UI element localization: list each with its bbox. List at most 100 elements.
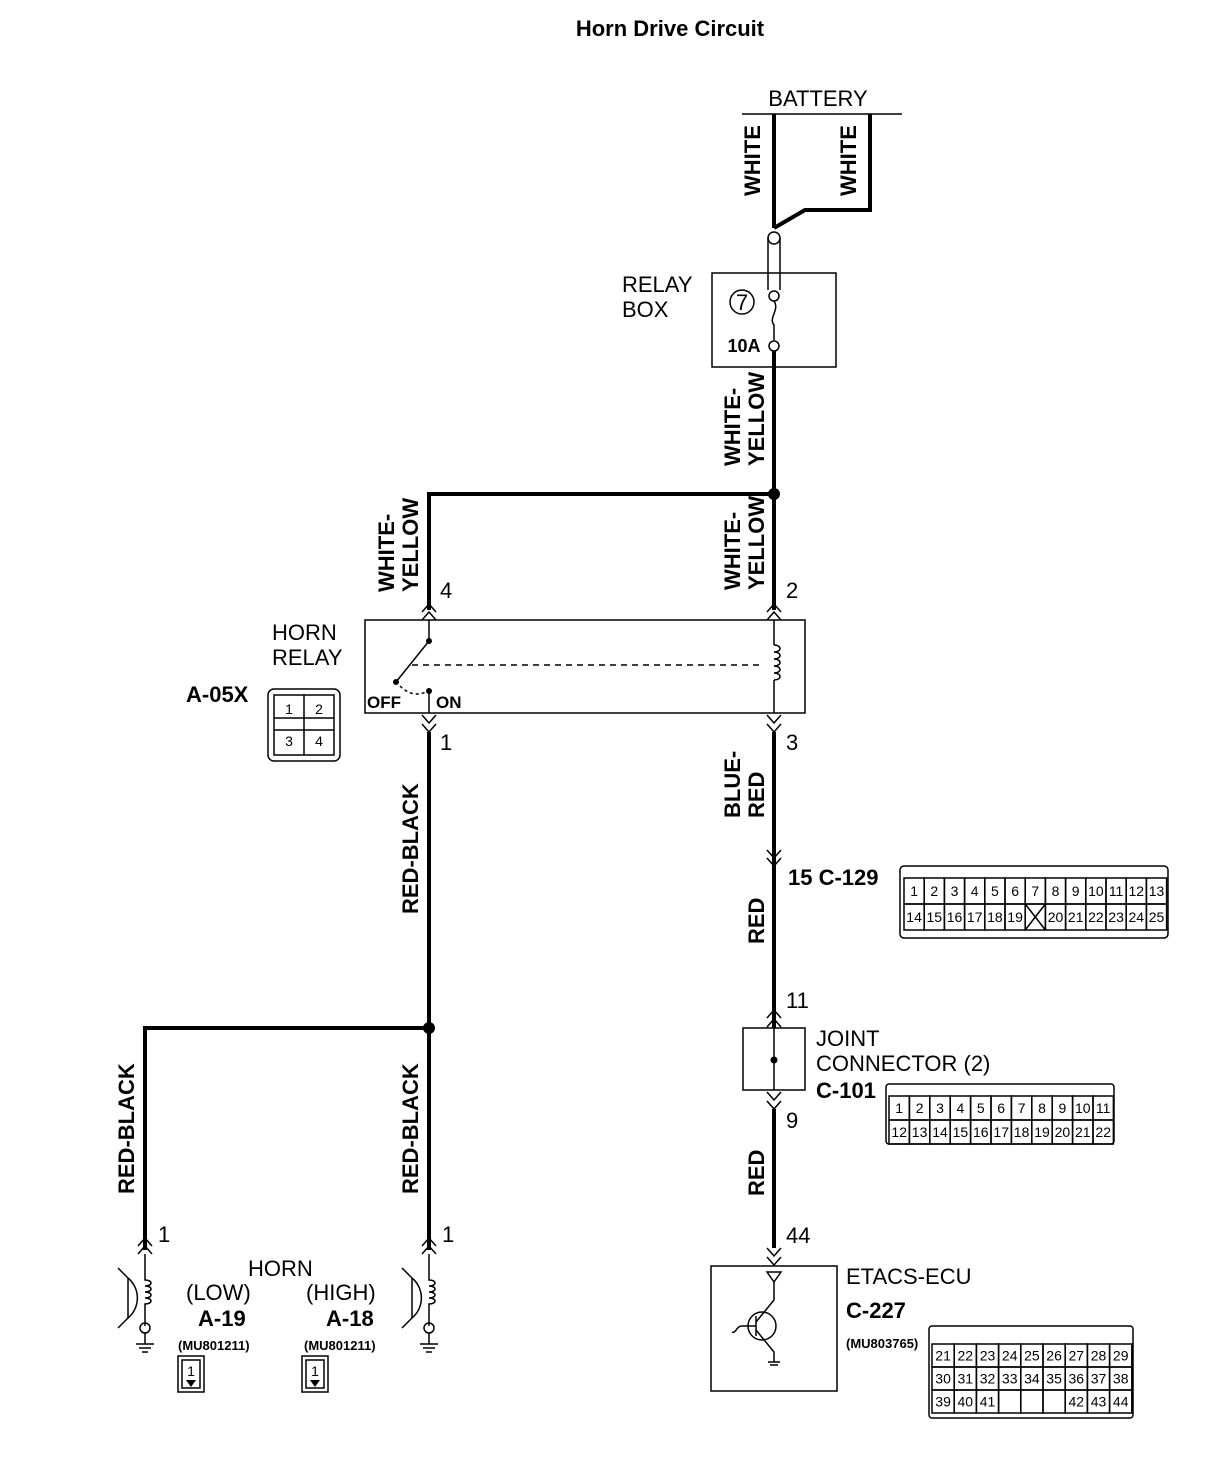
connector-cell-label: 11: [1109, 883, 1124, 899]
relay-on-label: ON: [436, 693, 462, 712]
connector-cell-label: 22: [1088, 909, 1104, 925]
connector-cell-label: 18: [987, 909, 1003, 925]
wire-battery-right: [772, 114, 872, 230]
connector-cell-label: 19: [1034, 1124, 1050, 1140]
horn-relay-label-line1: HORN: [272, 620, 337, 645]
connector-cell-label: 20: [1055, 1124, 1071, 1140]
connector-cell-label: 37: [1091, 1371, 1107, 1387]
ecu-name: ETACS-ECU: [846, 1264, 972, 1289]
connector-cell-label: 34: [1024, 1371, 1040, 1387]
fuse-number-circle: [729, 289, 755, 315]
relay-pin-1: 1: [440, 730, 452, 755]
connector-cell-label: 16: [973, 1124, 989, 1140]
connector-cell-label: 33: [1002, 1371, 1018, 1387]
connector-cell-label: 17: [993, 1124, 1009, 1140]
connector-cell-label: 24: [1002, 1348, 1018, 1364]
joint-pin-in: 11: [786, 988, 809, 1013]
ecu-input-arrow: [765, 1271, 783, 1284]
connector-cell-label: 40: [958, 1394, 974, 1410]
connector-cell-label: 13: [912, 1124, 928, 1140]
pin-mark-ecu: [766, 1247, 782, 1267]
c129-label: 15 C-129: [788, 865, 879, 890]
horn-high-mode: (HIGH): [306, 1280, 376, 1305]
connector-cell-label: 15: [953, 1124, 969, 1140]
connector-cell-label: 28: [1091, 1348, 1107, 1364]
fuse-number: 7: [736, 290, 748, 315]
wire-label-white-2: WHITE: [836, 125, 861, 196]
pin-mark-c129: [766, 849, 782, 868]
connector-cell-label: 24: [1129, 909, 1145, 925]
connector-cell-label: 7: [1018, 1100, 1026, 1116]
wire-label-blue-red-2: RED: [744, 772, 769, 818]
connector-cell-label: 12: [1129, 883, 1145, 899]
joint-label-line1: JOINT: [816, 1026, 880, 1051]
connector-cell-label: 21: [1075, 1124, 1091, 1140]
connector-cell: [1020, 1389, 1044, 1414]
connector-cell-label: 4: [971, 883, 979, 899]
relay-box-label-line2: BOX: [622, 297, 669, 322]
wire-label-white-yellow-c1: WHITE-: [374, 514, 399, 592]
connector-cell-label: 18: [1014, 1124, 1030, 1140]
connector-cell-label: 42: [1069, 1394, 1085, 1410]
connector-cell-label: 5: [991, 883, 999, 899]
connector-cell-label: 8: [1052, 883, 1060, 899]
relay-pin-2: 2: [786, 578, 798, 603]
connector-cell-label: 19: [1007, 909, 1023, 925]
horn-relay-label-line2: RELAY: [272, 645, 343, 670]
pin-mark-horn-high: [421, 1236, 437, 1255]
horn-low-icon: [117, 1254, 154, 1353]
connector-cell-label: 20: [1048, 909, 1064, 925]
fuse-rating: 10A: [727, 336, 760, 356]
horn-low-mode: (LOW): [186, 1280, 251, 1305]
joint-pin-out: 9: [786, 1108, 798, 1133]
connector-c227-outline: [928, 1325, 1134, 1419]
connector-cell-label: 35: [1046, 1371, 1062, 1387]
joint-connector-id: C-101: [816, 1078, 876, 1103]
pin-mark-horn-low: [137, 1236, 153, 1255]
horn-high-connector-pin: 1: [311, 1363, 319, 1379]
relay-off-label: OFF: [367, 693, 401, 712]
horn-low-pin: 1: [158, 1222, 170, 1247]
connector-cell-label: 3: [951, 883, 959, 899]
joint-label-line2: CONNECTOR (2): [816, 1051, 990, 1076]
connector-cell-label: 25: [1024, 1348, 1040, 1364]
connector-cell-label: 8: [1038, 1100, 1046, 1116]
connector-cell-label: 38: [1113, 1371, 1129, 1387]
pin-mark-2: [766, 602, 782, 621]
connector-cell-label: 25: [1149, 909, 1165, 925]
a05x-cell: 4: [315, 733, 323, 749]
connector-cell-label: 36: [1069, 1371, 1085, 1387]
connector-c129-outline: [899, 865, 1169, 939]
a05x-cell: 2: [315, 701, 323, 717]
connector-cell-label: 9: [1059, 1100, 1067, 1116]
a05x-cell: 3: [285, 733, 293, 749]
connector-cell-label: 15: [927, 909, 943, 925]
connector-cell-label: 41: [980, 1394, 996, 1410]
ecu-pin: 44: [786, 1223, 810, 1248]
connector-cell-label: 39: [935, 1394, 951, 1410]
wire-white-yellow-branch: [427, 492, 774, 610]
horn-relay-box: [364, 619, 806, 714]
connector-cell: [1042, 1389, 1066, 1414]
unused-cell-mark: [1024, 903, 1046, 931]
diagram-title: Horn Drive Circuit: [576, 16, 765, 41]
wire-label-red-black-2: RED-BLACK: [114, 1063, 139, 1194]
pin-mark-3: [766, 714, 782, 734]
wire-label-red-2: RED: [744, 1150, 769, 1196]
connector-cell-label: 23: [980, 1348, 996, 1364]
connector-cell: [1092, 1119, 1115, 1145]
fuse-terminal-top: [767, 231, 781, 245]
wire-label-white-yellow-b2: YELLOW: [744, 496, 769, 590]
relay-pin-4: 4: [440, 578, 452, 603]
wire-label-white-yellow-a2: YELLOW: [744, 372, 769, 466]
connector-cell-label: 17: [967, 909, 983, 925]
connector-cell-label: 22: [1095, 1124, 1111, 1140]
connector-cell: [1145, 903, 1168, 931]
horn-name: HORN: [248, 1256, 313, 1281]
pin-mark-4: [421, 602, 437, 621]
connector-cell-label: 27: [1069, 1348, 1085, 1364]
connector-cell-label: 30: [935, 1371, 951, 1387]
connector-cell-label: 3: [936, 1100, 944, 1116]
relay-pin-3: 3: [786, 730, 798, 755]
